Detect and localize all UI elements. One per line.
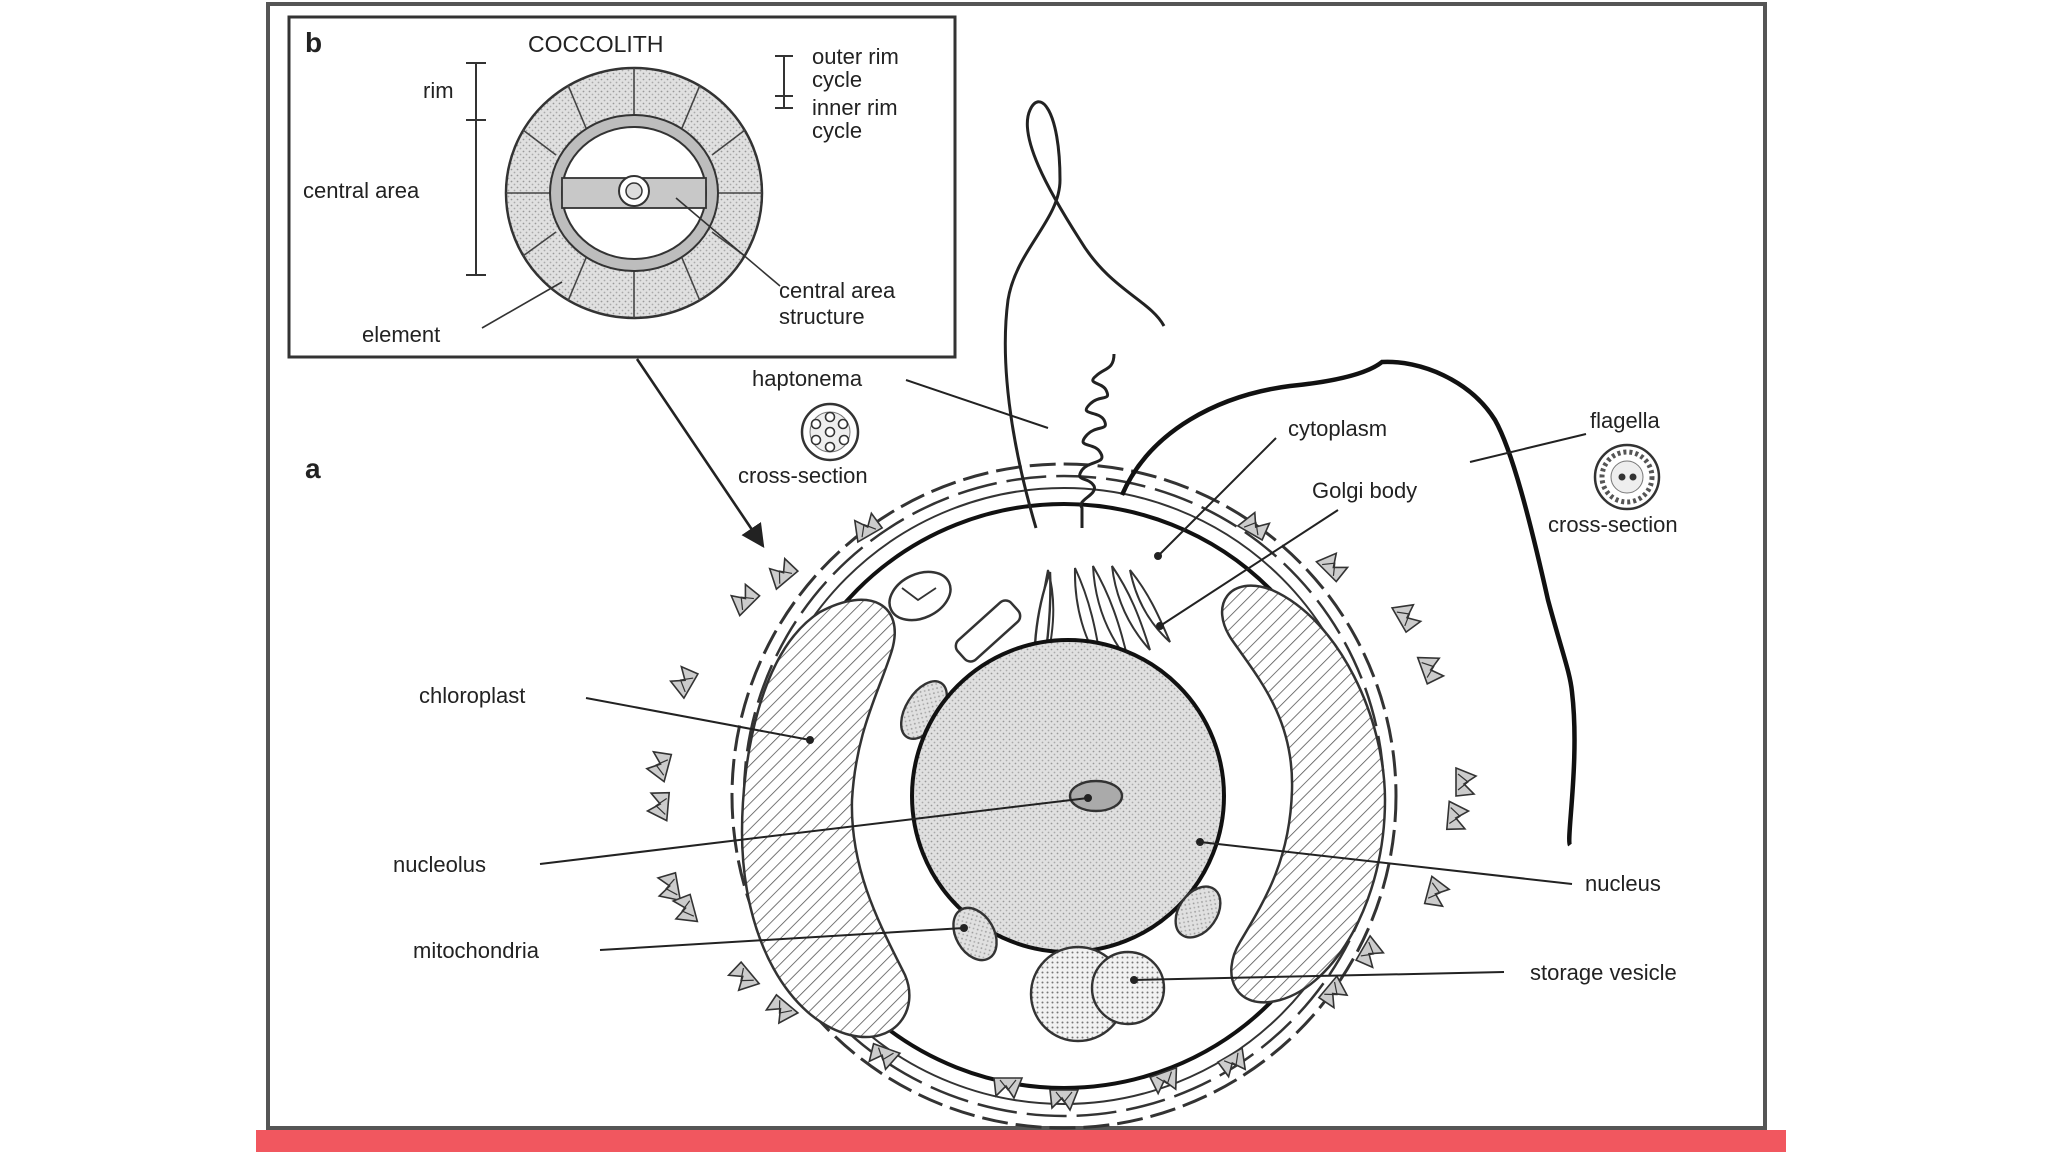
haptonema <box>1078 353 1116 528</box>
label-haptonema-cross-section: cross-section <box>738 463 868 488</box>
label-central-structure-2: structure <box>779 304 865 329</box>
flagellum-short <box>1003 100 1166 529</box>
label-nucleus: nucleus <box>1585 871 1661 896</box>
label-haptonema: haptonema <box>752 366 863 391</box>
arrow-icon <box>635 358 765 548</box>
panel-b-coccolith: b COCCOLITH <box>287 15 957 359</box>
panel-b-letter: b <box>305 27 322 58</box>
flagellum-long <box>1119 359 1577 847</box>
mitochondrion-right <box>1174 885 1222 939</box>
label-element: element <box>362 322 440 347</box>
label-nucleolus: nucleolus <box>393 852 486 877</box>
label-inner-rim-1: inner rim <box>812 95 898 120</box>
label-chloroplast: chloroplast <box>419 683 525 708</box>
label-outer-rim-2: cycle <box>812 67 862 92</box>
nucleolus <box>1068 779 1124 813</box>
label-flagella-cross-section: cross-section <box>1548 512 1678 537</box>
nucleus <box>910 638 1226 954</box>
label-mitochondria: mitochondria <box>413 938 540 963</box>
label-flagella: flagella <box>1590 408 1660 433</box>
coccolith-icon <box>504 66 764 320</box>
chloroplast-left <box>740 598 911 1039</box>
storage-vesicle-2 <box>1090 950 1166 1026</box>
label-central-area: central area <box>303 178 420 203</box>
label-storage-vesicle: storage vesicle <box>1530 960 1677 985</box>
panel-a-leaders <box>539 379 1587 984</box>
panel-a-letter: a <box>305 453 321 484</box>
panel-b-leaders <box>481 197 781 329</box>
label-central-structure-1: central area <box>779 278 896 303</box>
dimension-brackets <box>466 55 793 276</box>
chloroplast-right <box>1220 584 1387 1004</box>
label-outer-rim-1: outer rim <box>812 44 899 69</box>
flagella-cross-section-icon <box>1593 443 1661 511</box>
coccolith-elements <box>506 68 762 318</box>
label-golgi-body: Golgi body <box>1312 478 1417 503</box>
coccolith-title: COCCOLITH <box>528 31 663 57</box>
label-cytoplasm: cytoplasm <box>1288 416 1387 441</box>
label-inner-rim-2: cycle <box>812 118 862 143</box>
panel-a-cell: a <box>305 100 1577 1130</box>
haptonema-cross-section-icon <box>800 402 860 462</box>
coccolith-layer <box>730 462 1398 1130</box>
label-rim: rim <box>423 78 454 103</box>
mitochondrion-left <box>952 906 998 962</box>
accent-bar <box>256 1130 1786 1152</box>
